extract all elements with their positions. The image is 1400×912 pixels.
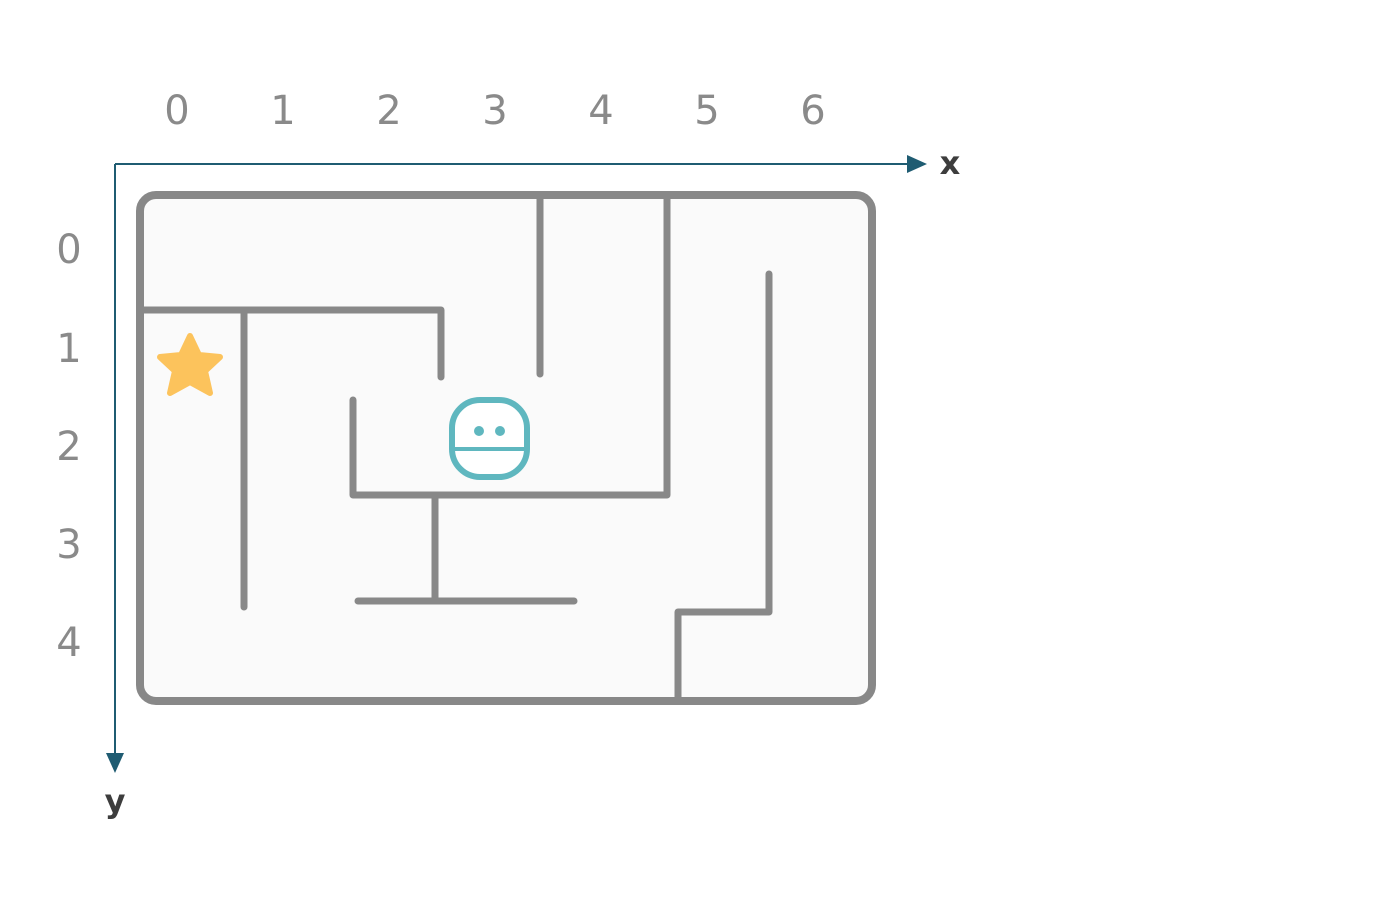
x-tick-label: 4	[588, 88, 613, 134]
y-tick-label: 1	[56, 326, 81, 372]
x-tick-label: 6	[800, 88, 825, 134]
star-icon	[157, 333, 223, 396]
maze-wall	[349, 193, 671, 499]
goal-star	[157, 333, 223, 396]
robot-icon[interactable]	[449, 397, 530, 480]
x-axis-label: x	[940, 144, 961, 182]
player-robot[interactable]	[449, 397, 530, 480]
x-axis-arrow-icon	[907, 155, 927, 173]
y-tick-label: 3	[56, 522, 81, 568]
y-axis-arrow-icon	[106, 753, 124, 773]
x-tick-label: 3	[482, 88, 507, 134]
robot-eye	[474, 426, 484, 436]
robot-eye	[495, 426, 505, 436]
x-tick-label: 0	[164, 88, 189, 134]
x-tick-label: 5	[694, 88, 719, 134]
axes: x y 0 1 2 3 4 5 6 0 1 2 3 4	[56, 88, 960, 820]
y-tick-label: 0	[56, 227, 81, 273]
y-tick-label: 4	[56, 620, 81, 666]
y-axis-label: y	[105, 782, 126, 820]
x-tick-label: 2	[376, 88, 401, 134]
x-tick-label: 1	[270, 88, 295, 134]
maze-wall	[674, 270, 773, 703]
y-tick-label: 2	[56, 424, 81, 470]
